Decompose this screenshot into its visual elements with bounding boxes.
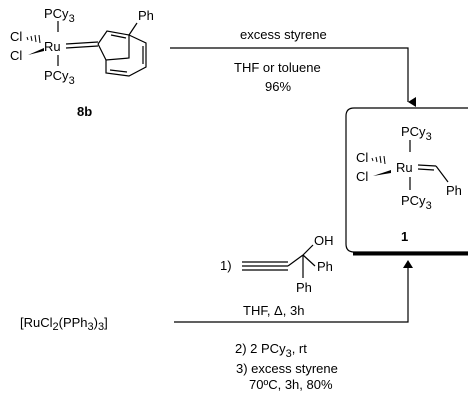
starting-material: [RuCl2(PPh3)3] [20,315,108,333]
upper-reagent: excess styrene [240,27,327,42]
step3-line2: 70ºC, 3h, 80% [249,377,333,392]
compound-8b-cl-upper: Cl [10,29,22,44]
compound-1-bottom-phosphine: PCy3 [401,193,432,212]
upper-solvent: THF or toluene [234,60,321,75]
indenylidene-ring [97,22,147,77]
upper-yield: 96% [265,79,291,94]
compound-8b-phenyl: Ph [138,8,154,23]
compound-1-top-phosphine: PCy3 [401,124,432,143]
compound-1-cl-upper: Cl [356,150,368,165]
compound-1-label: 1 [401,229,408,244]
compound-1-cl-lower: Cl [356,169,368,184]
lower-reaction: [RuCl2(PPh3)3] 1) OH Ph Ph THF, Δ, 3h 2)… [20,233,413,392]
upper-reaction: excess styrene THF or toluene 96% [170,27,416,107]
compound-8b-wedge-bond [28,48,44,55]
compound-1-phenyl: Ph [446,183,462,198]
alkynol-hydroxyl: OH [314,233,334,248]
alkynol-structure [242,244,316,278]
step1-number: 1) [220,258,232,273]
compound-1-hashed-bond [371,155,386,165]
compound-1-box: PCy3 Cl Cl Ru Ph PCy3 1 [345,107,468,256]
compound-1-ruthenium: Ru [396,160,413,175]
compound-8b: PCy3 Cl Cl Ru PCy3 [10,6,154,119]
compound-8b-bottom-phosphine: PCy3 [44,68,75,87]
step3-line1: 3) excess styrene [236,361,338,376]
alkynol-phenyl-1: Ph [317,259,333,274]
step1-conditions: THF, Δ, 3h [243,303,304,318]
compound-8b-cl-lower: Cl [10,48,22,63]
compound-1-wedge-bond [373,170,391,176]
compound-8b-top-phosphine: PCy3 [44,6,75,25]
compound-8b-label: 8b [77,104,92,119]
step2: 2) 2 PCy3, rt [235,341,307,360]
lower-reaction-arrow [174,268,409,323]
alkynol-phenyl-2: Ph [296,280,312,295]
compound-8b-ruthenium: Ru [44,39,61,54]
compound-8b-hashed-bond [26,34,41,44]
upper-reaction-arrow [170,47,416,107]
